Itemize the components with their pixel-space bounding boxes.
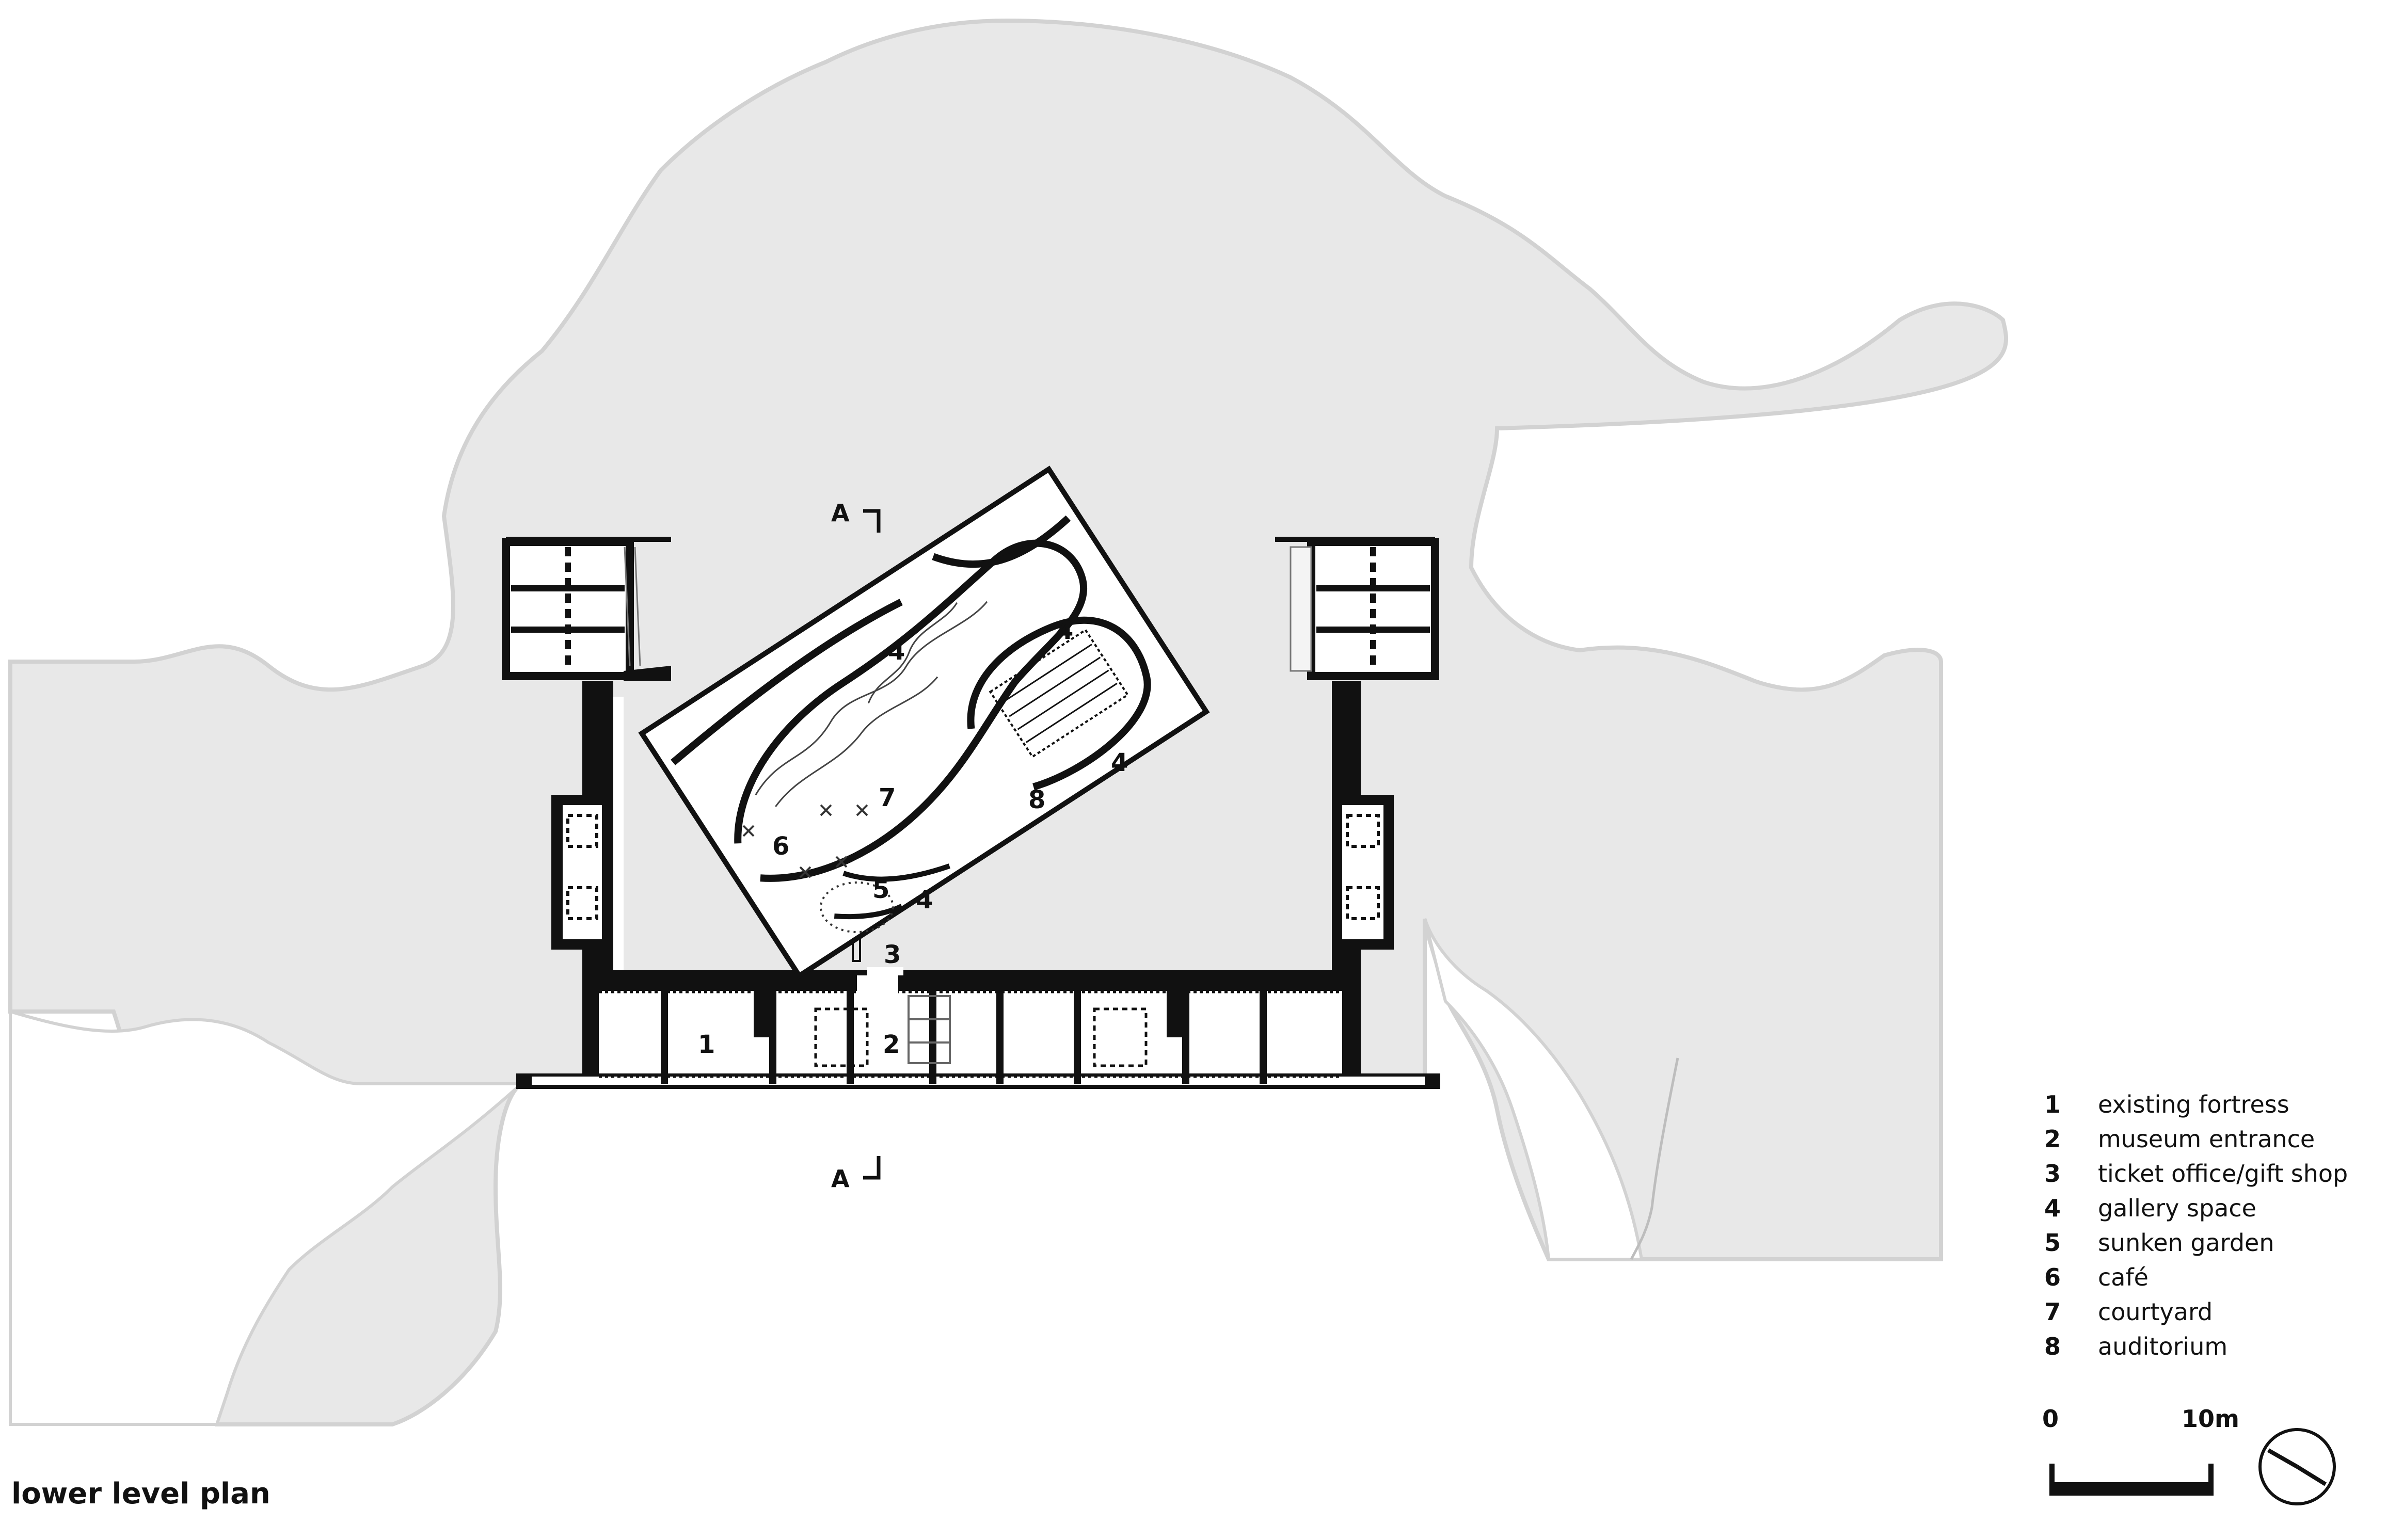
legend: 1 existing fortress 2 museum entrance 3 tic…	[2044, 1087, 2348, 1363]
room-label-courtyard: 7	[879, 783, 896, 812]
room-label-auditorium: 8	[1028, 785, 1045, 814]
legend-item: 1 existing fortress	[2044, 1087, 2348, 1121]
svg-text:A: A	[831, 1165, 850, 1193]
legend-item: 5 sunken garden	[2044, 1225, 2348, 1260]
legend-item: 8 auditorium	[2044, 1329, 2348, 1363]
section-marker-bottom: A	[831, 1156, 881, 1193]
room-label-ticket-office: 3	[884, 940, 901, 969]
legend-label: courtyard	[2098, 1297, 2213, 1326]
legend-label: gallery space	[2098, 1194, 2256, 1222]
scale-start-label: 0	[2042, 1405, 2059, 1433]
legend-label: museum entrance	[2098, 1125, 2315, 1153]
legend-item: 6 café	[2044, 1260, 2348, 1294]
legend-item: 3 ticket office/gift shop	[2044, 1156, 2348, 1191]
legend-number: 1	[2044, 1090, 2061, 1118]
scale-bar	[2049, 1464, 2214, 1496]
shoreline-right	[1630, 1057, 1679, 1260]
north-arrow-icon	[2258, 1428, 2336, 1505]
sunken-garden-planting	[820, 881, 894, 933]
legend-item: 4 gallery space	[2044, 1191, 2348, 1225]
scale-end-label: 10m	[2182, 1405, 2239, 1433]
section-marker-top: A	[831, 499, 881, 533]
room-label-gallery-2: 4	[1056, 616, 1073, 645]
room-label-museum-entrance: 2	[883, 1030, 900, 1059]
water-inlet-left	[9, 1009, 526, 1426]
legend-item: 7 courtyard	[2044, 1294, 2348, 1329]
legend-number: 8	[2044, 1332, 2061, 1360]
room-label-gallery-1: 4	[888, 637, 905, 666]
auditorium-outline	[967, 616, 1151, 791]
room-label-gallery-4: 4	[916, 886, 933, 915]
entrance-gap	[867, 967, 903, 975]
legend-label: auditorium	[2098, 1332, 2228, 1360]
courtyard-outline	[734, 539, 1088, 882]
room-label-sunken-garden: 5	[872, 875, 889, 904]
legend-number: 6	[2044, 1263, 2061, 1291]
legend-number: 5	[2044, 1228, 2061, 1257]
legend-number: 3	[2044, 1159, 2061, 1188]
plan-title: lower level plan	[11, 1477, 270, 1511]
room-label-gallery-3: 4	[1111, 748, 1128, 777]
legend-label: existing fortress	[2098, 1090, 2289, 1118]
legend-label: ticket office/gift shop	[2098, 1159, 2348, 1188]
svg-text:A: A	[831, 499, 850, 527]
legend-number: 7	[2044, 1297, 2061, 1326]
cafe-tables	[742, 804, 868, 878]
museum-volume	[638, 466, 1210, 980]
legend-item: 2 museum entrance	[2044, 1121, 2348, 1156]
water-inlet-right	[1423, 918, 1644, 1261]
room-label-existing-fortress: 1	[698, 1030, 715, 1059]
legend-label: café	[2098, 1263, 2149, 1291]
legend-number: 4	[2044, 1194, 2061, 1222]
fortress-left-arm	[502, 537, 671, 1084]
fortress-main-bar	[516, 970, 1440, 1089]
room-label-cafe: 6	[772, 832, 789, 861]
legend-label: sunken garden	[2098, 1228, 2274, 1257]
ticket-counter	[852, 938, 861, 962]
legend-number: 2	[2044, 1125, 2061, 1153]
